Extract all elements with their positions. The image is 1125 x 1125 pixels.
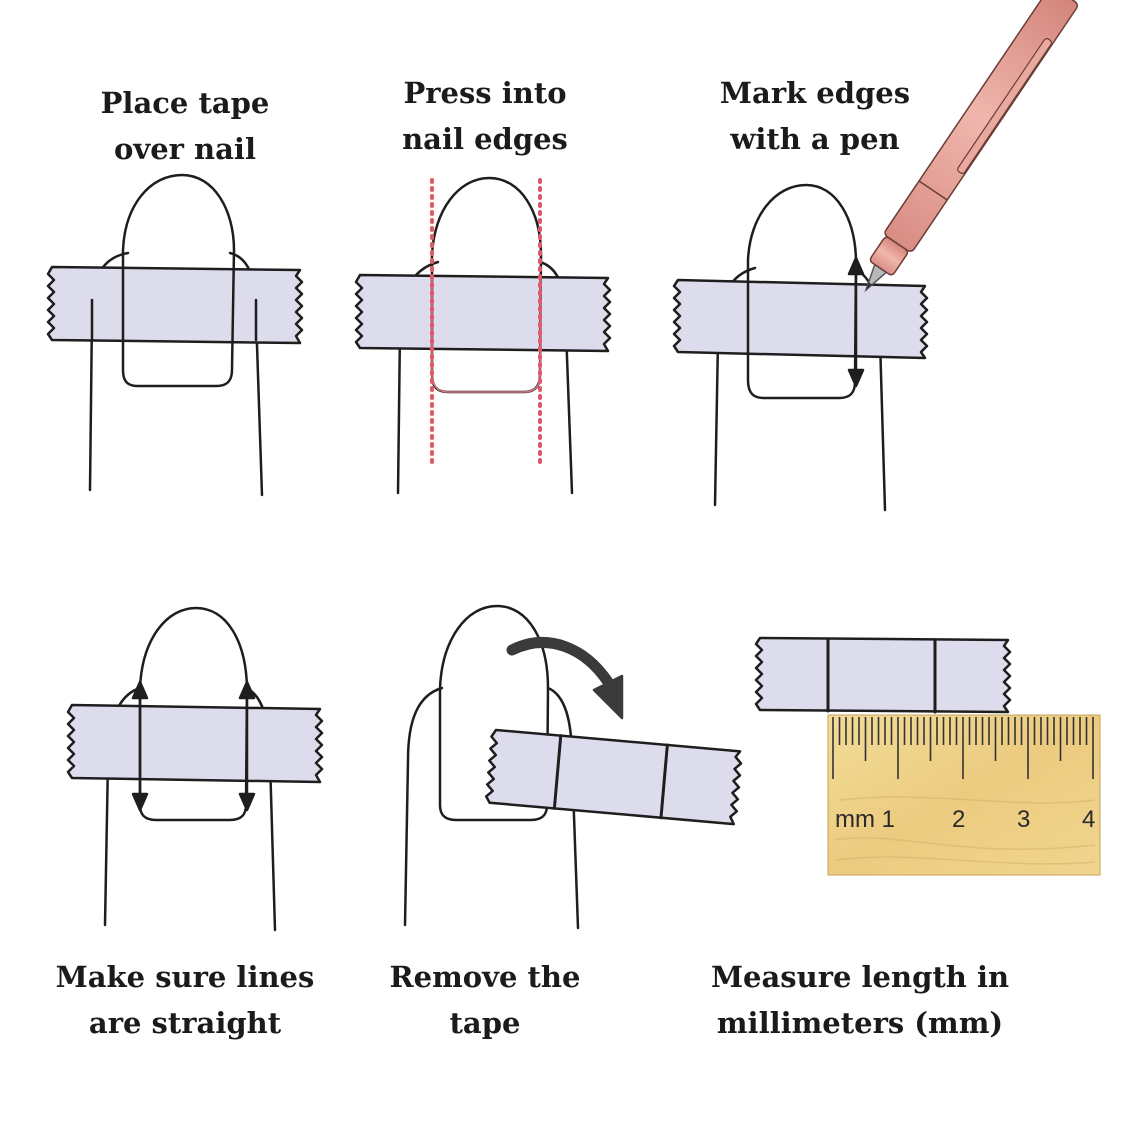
tape-strip-icon [672,278,929,360]
step-caption-remove-tape: Remove the tape [385,954,585,1046]
step-caption-press-edges: Press into nail edges [390,70,580,162]
caption-line: tape [449,1006,521,1040]
step-illustration-mark-edges [672,183,929,512]
step-illustration-straight-lines [66,606,324,932]
step-illustration-remove-tape [403,604,743,930]
caption-line: Place tape [100,86,270,120]
step-caption-mark-edges: Mark edges with a pen [715,70,915,162]
finger-icon [90,298,258,342]
ruler-unit-label: mm 1 [835,806,895,833]
caption-line: Measure length in [710,960,1010,994]
ruler-label-4: 4 [1082,806,1095,833]
ruler-ticks [832,717,1094,779]
nail-icon [138,606,249,822]
arrow-icon [238,680,256,812]
tape-strip-icon [484,728,743,826]
caption-line: over nail [114,132,256,166]
caption-line: nail edges [402,122,568,156]
pen-icon [864,0,1078,293]
arrow-icon [131,680,149,812]
caption-line: with a pen [730,122,900,156]
caption-line: Make sure lines [55,960,315,994]
curved-arrow-icon [506,637,624,720]
tape-strip-icon [354,273,612,353]
step-illustration-press-edges [354,176,612,495]
ruler-label-3: 3 [1017,806,1030,833]
arrow-icon [847,256,865,388]
nail-icon [746,183,858,400]
nail-icon [438,604,550,822]
step-illustration-measure [754,636,1012,714]
caption-line: are straight [88,1006,282,1040]
step-caption-straight-lines: Make sure lines are straight [55,954,315,1046]
tape-strip-icon [66,703,324,784]
step-caption-measure: Measure length in millimeters (mm) [710,954,1010,1046]
nail-edge-highlight [431,279,542,393]
ruler-label-2: 2 [952,806,965,833]
nail-icon [121,173,236,388]
caption-line: Remove the [389,960,581,994]
ruler-body [827,714,1101,876]
caption-line: Press into [403,76,567,110]
step-illustration-place-tape [46,173,304,497]
tape-strip-icon [754,636,1012,714]
step-caption-place-tape: Place tape over nail [90,80,280,172]
tape-strip-icon [46,265,304,345]
ruler-icon: mm 1 2 3 4 [827,714,1101,876]
caption-line: millimeters (mm) [716,1006,1004,1040]
caption-line: Mark edges [719,76,911,110]
